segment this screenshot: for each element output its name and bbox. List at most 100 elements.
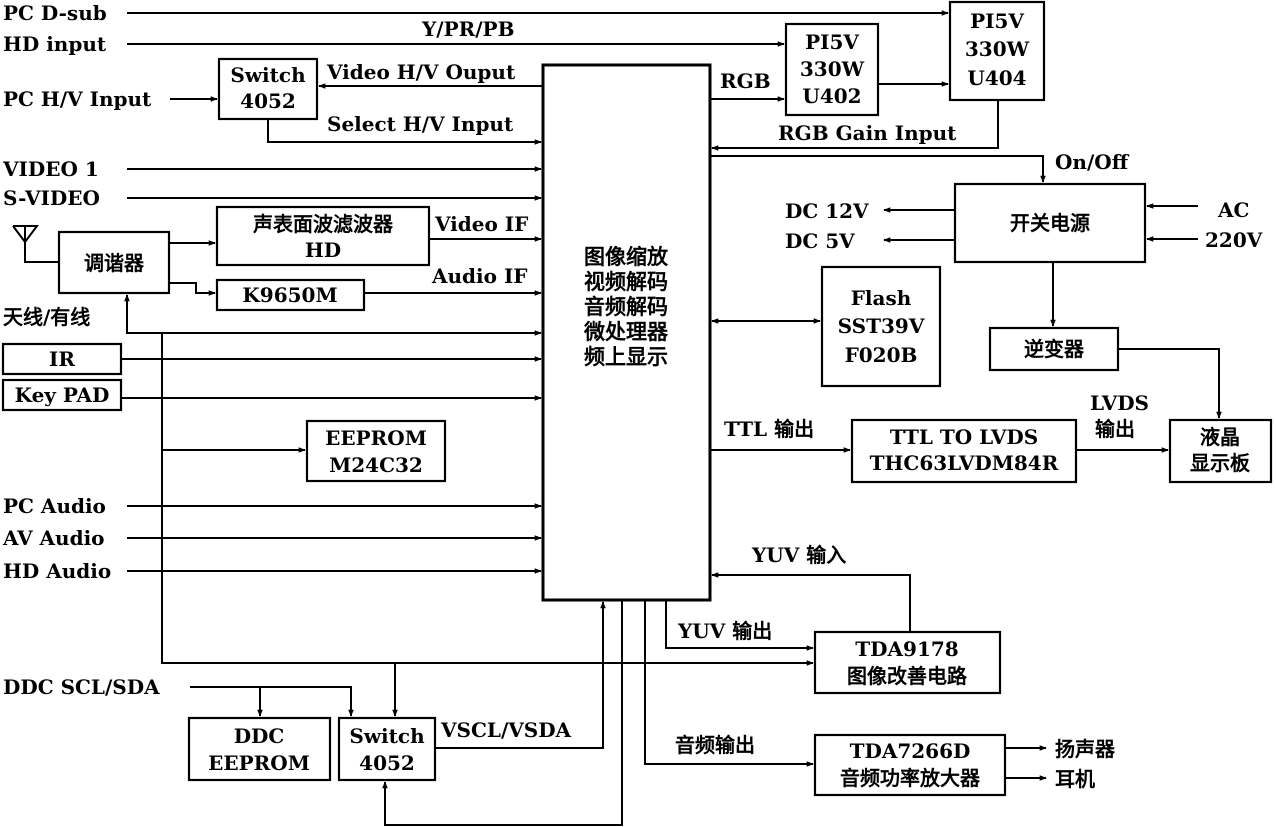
vscl-vsda-line [435,601,606,749]
tda7266d-line1: TDA7266D [850,739,971,763]
av-audio-label: AV Audio [2,526,105,550]
tda9178-line1: TDA9178 [855,637,958,661]
lcd-panel-box [1168,418,1273,484]
vscl-vsda-label: VSCL/VSDA [440,718,572,742]
ttl-out-label: TTL 输出 [724,417,814,441]
ypr-pb-label: Y/PR/PB [421,17,515,41]
ddc-line [190,686,354,717]
pc-hv-input-label: PC H/V Input [3,87,152,111]
antenna-line [24,240,59,263]
u402-line2: 330W [800,57,865,81]
audio-out-label: 音频输出 [675,733,755,757]
keypad-label: Key PAD [15,383,110,407]
inverter-box [988,326,1120,372]
ttl-lvds-line2: THC63LVDM84R [870,451,1059,475]
svideo-label: S-VIDEO [3,186,100,210]
power-label: 开关电源 [1010,211,1090,235]
video-hv-output-label: Video H/V Ouput [326,60,516,84]
u404-line3: U404 [967,66,1026,90]
audio-out-line [644,600,814,767]
rgb-gain-input-label: RGB Gain Input [778,121,957,145]
on-off-line [710,155,1046,183]
tuner-k9650m-line [169,282,216,296]
main-line4: 微处理器 [583,319,669,344]
flash-line3: F020B [845,343,918,367]
ir-label: IR [49,347,75,371]
u402-line1: PI5V [805,30,859,54]
ddc-eeprom-box [187,716,332,782]
saw-line1: 声表面波滤波器 [252,212,394,236]
main-line2: 视频解码 [584,269,668,294]
earphone-label: 耳机 [1055,767,1095,791]
tda7266d-line2: 音频功率放大器 [840,766,981,790]
ttl-to-lvds-box [850,418,1078,484]
lvds-out-label: 输出 [1095,417,1135,441]
switch-top-line2: 4052 [240,89,296,113]
lcd-line1: 液晶 [1200,425,1240,449]
video1-label: VIDEO 1 [2,157,99,181]
yuv-out-line [665,600,814,651]
switch-bottom-line1: Switch [349,724,425,748]
eeprom-m24c32-box [305,419,447,483]
tuner-label: 调谐器 [84,251,145,275]
u404-line1: PI5V [970,9,1024,33]
saw-line2: HD [305,238,341,262]
select-hv-input-label: Select H/V Input [327,112,514,136]
dc12v-label: DC 12V [785,199,869,223]
eeprom-line2: M24C32 [329,453,423,477]
ddc-eeprom-line1: DDC [234,724,285,748]
hd-input-label: HD input [3,32,107,56]
ddc-eeprom-line2: EEPROM [208,751,310,775]
switch-4052-top-box [217,57,319,121]
tuner-control-line [124,294,542,336]
pc-audio-label: PC Audio [3,494,106,518]
switch-bottom-line2: 4052 [359,751,415,775]
video-if-label: Video IF [434,212,528,236]
yuv-out-label: YUV 输出 [677,619,772,643]
inverter-label: 逆变器 [1024,337,1085,361]
main-processor-box [541,63,712,602]
flash-box [820,265,942,388]
flash-line2: SST39V [838,314,925,338]
lcd-line2: 显示板 [1190,451,1251,475]
tda9178-line2: 图像改善电路 [847,664,968,688]
u404-line2: 330W [965,37,1030,61]
u402-line3: U402 [802,84,861,108]
inverter-lcd-line [1118,348,1222,419]
audio-if-label: Audio IF [431,264,528,288]
pi5v-u404-box [948,0,1046,102]
dc5v-label: DC 5V [785,229,855,253]
ac-label: AC [1217,198,1249,222]
switch-4052-bottom-box [337,716,437,782]
switch-control-line [382,600,623,826]
antenna-label: 天线/有线 [3,305,90,329]
yuv-in-label: YUV 输入 [751,543,846,567]
select-hv-input-line [267,119,542,145]
flash-line1: Flash [851,286,912,310]
k9650m-label: K9650M [242,283,337,307]
tda9178-box [813,630,1002,695]
ddc-scl-sda-label: DDC SCL/SDA [3,675,160,699]
main-line5: 频上显示 [584,344,668,369]
pi5v-u402-box [784,22,880,117]
tda7266d-box [813,733,1007,797]
i2c-bus-line [161,333,814,666]
saw-filter-box [215,205,431,267]
yuv-in-line [711,572,911,632]
speaker-label: 扬声器 [1055,737,1116,761]
ir-box [1,342,123,376]
switch-top-line1: Switch [230,63,306,87]
pc-dsub-label: PC D-sub [3,1,107,25]
lvds-label: LVDS [1090,391,1149,415]
power-supply-box [953,182,1147,264]
keypad-box [1,378,123,412]
rgb-label: RGB [720,69,771,93]
main-line1: 图像缩放 [584,244,669,269]
rgb-gain-line [711,100,999,151]
hd-audio-label: HD Audio [3,559,111,583]
ttl-lvds-line1: TTL TO LVDS [890,425,1038,449]
on-off-label: On/Off [1055,150,1130,174]
v220-label: 220V [1205,228,1263,252]
